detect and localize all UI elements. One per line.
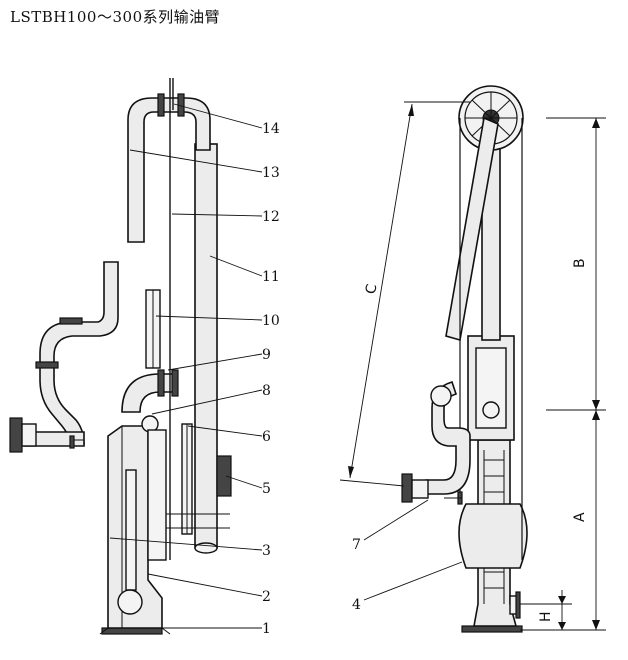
side-elbow (425, 381, 471, 495)
part-label-5: 5 (262, 481, 271, 497)
part-label-1: 1 (262, 621, 271, 637)
bottom-inlet (117, 589, 143, 615)
part-label-7: 7 (352, 537, 361, 553)
part-label-4: 4 (352, 597, 361, 613)
left-leaders (109, 103, 263, 629)
right-view (401, 85, 528, 633)
part-label-3: 3 (262, 543, 271, 559)
dim-label-a: A (572, 512, 588, 522)
dimension-ab (520, 117, 606, 631)
part-label-14: 14 (262, 121, 280, 137)
outer-arm (194, 143, 218, 549)
part-label-11: 11 (262, 269, 280, 285)
part-label-10: 10 (262, 313, 280, 329)
outer-loading-arm (39, 261, 119, 445)
base-plate-right (461, 625, 523, 633)
part-label-2: 2 (262, 589, 271, 605)
swivel-drum (458, 503, 528, 569)
joint-elbow (121, 373, 177, 413)
part-label-8: 8 (262, 383, 271, 399)
part-label-12: 12 (262, 209, 280, 225)
end-flange-right (401, 473, 413, 503)
inner-arm (127, 97, 211, 243)
counterweight (216, 455, 232, 497)
part-label-13: 13 (262, 165, 280, 181)
dim-label-b: B (572, 258, 588, 268)
dimension-c (339, 101, 470, 487)
part-label-9: 9 (262, 347, 271, 363)
end-flange-left (9, 417, 23, 453)
part-label-6: 6 (262, 429, 271, 445)
dim-label-h: H (538, 611, 554, 622)
base-plate-left (101, 627, 163, 635)
right-leaders (363, 499, 463, 601)
left-view (9, 78, 232, 635)
dimension-h (520, 590, 572, 630)
diagram-title: LSTBH100～300系列输油臂 (10, 8, 221, 26)
dim-label-c: C (363, 283, 380, 296)
